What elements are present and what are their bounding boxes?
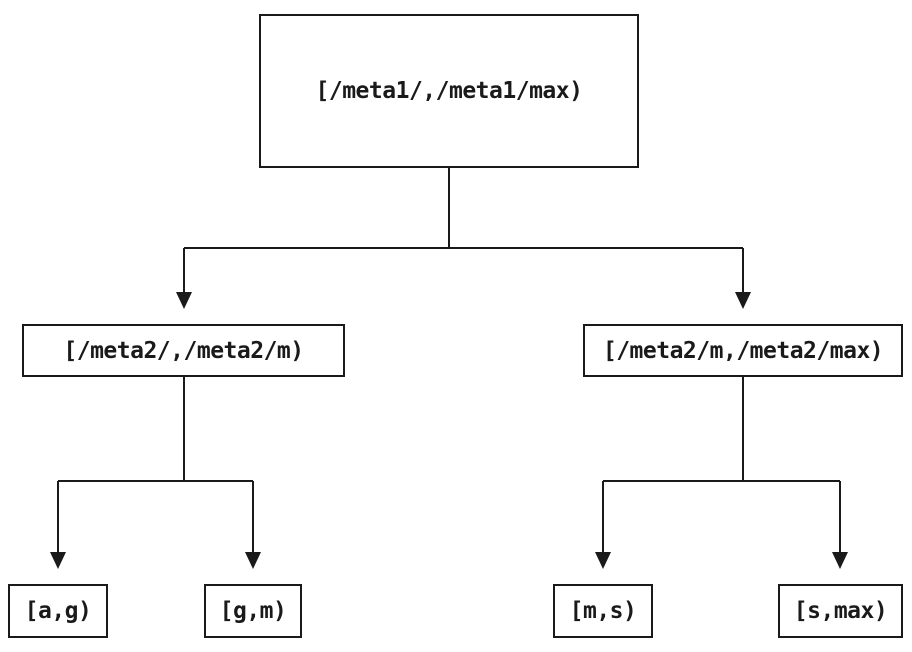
edge-line-root-children: [183, 167, 744, 293]
edge-group-mid-left-children: [50, 377, 261, 569]
arrowhead-down-icon: [176, 292, 192, 309]
arrowhead-down-icon: [832, 552, 848, 569]
node-leaf-ms: [m,s): [553, 584, 653, 638]
node-mid-right: [/meta2/m,/meta2/max): [583, 324, 903, 377]
edge-group-root-children: [176, 167, 751, 309]
node-root-label: [/meta1/,/meta1/max): [315, 78, 583, 104]
node-leaf-smax-label: [s,max): [793, 598, 888, 624]
node-mid-left: [/meta2/,/meta2/m): [22, 324, 345, 377]
node-leaf-gm: [g,m): [204, 584, 302, 638]
node-leaf-ag: [a,g): [8, 584, 108, 638]
node-mid-right-label: [/meta2/m,/meta2/max): [602, 337, 884, 364]
node-leaf-smax: [s,max): [778, 584, 903, 638]
edge-line-mid-right-children: [602, 377, 841, 553]
node-leaf-ag-label: [a,g): [24, 598, 92, 624]
edge-group-mid-right-children: [595, 377, 848, 569]
node-leaf-ms-label: [m,s): [569, 598, 637, 624]
arrowhead-down-icon: [50, 552, 66, 569]
node-leaf-gm-label: [g,m): [219, 598, 287, 624]
arrowhead-down-icon: [735, 292, 751, 309]
node-mid-left-label: [/meta2/,/meta2/m): [63, 337, 304, 364]
arrowhead-down-icon: [595, 552, 611, 569]
edge-line-mid-left-children: [57, 377, 254, 553]
arrowhead-down-icon: [245, 552, 261, 569]
node-root: [/meta1/,/meta1/max): [259, 14, 639, 168]
